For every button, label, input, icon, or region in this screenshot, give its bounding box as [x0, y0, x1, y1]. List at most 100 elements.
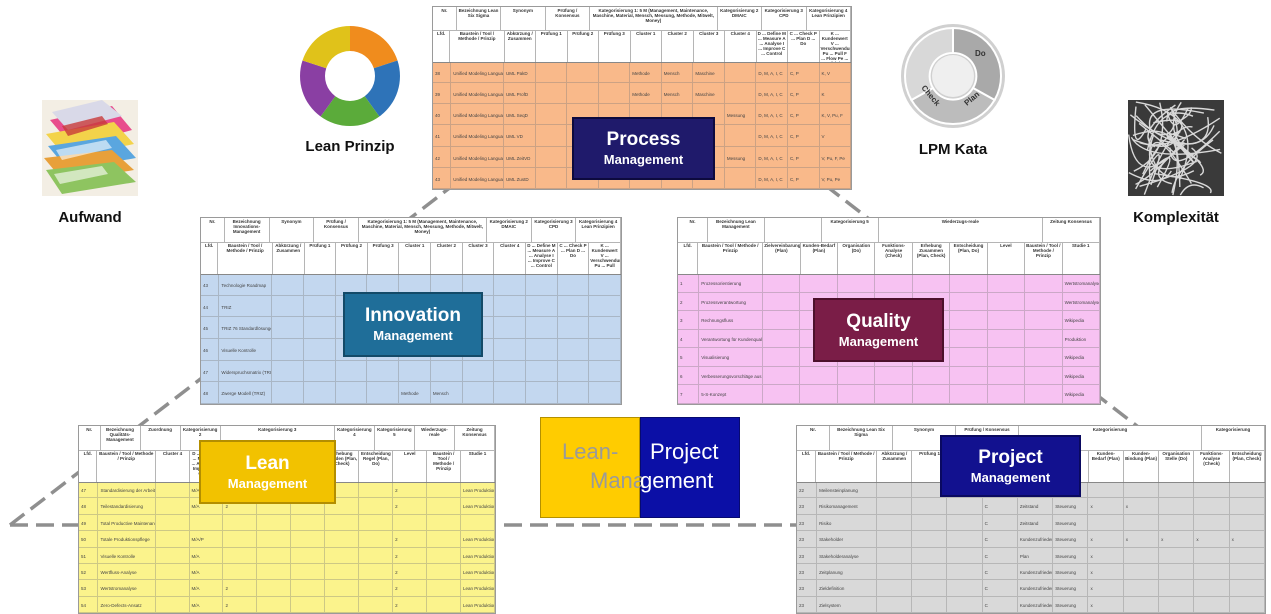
table-cell: UML ZeitVD	[504, 146, 536, 167]
table-cell	[223, 531, 258, 547]
table-cell: 2	[223, 498, 258, 514]
table-cell: C	[983, 547, 1018, 563]
table-cell: 47	[201, 360, 220, 382]
table-cell	[763, 274, 801, 292]
table-cell: x	[1230, 531, 1265, 547]
sheet-subheader-cell: Abkürzung / Zusammen	[273, 242, 305, 274]
sheet-subheader-cell: Erhebung Zusammen (Plan, Check)	[913, 242, 951, 274]
table-cell	[359, 563, 394, 580]
table-cell: 48	[201, 382, 220, 403]
innovation-badge-sub: Management	[373, 328, 453, 343]
table-cell: 47	[79, 482, 99, 498]
table-cell	[257, 563, 292, 580]
table-cell: Mensch	[662, 83, 694, 104]
table-cell: Wikipedia	[1063, 311, 1100, 329]
table-cell	[947, 547, 983, 563]
table-cell	[913, 274, 951, 292]
table-cell	[725, 125, 757, 146]
table-cell: Unified Modeling Language: Zeitverlaufsd…	[451, 146, 505, 167]
table-cell	[913, 292, 951, 311]
table-cell	[526, 382, 558, 403]
table-cell	[1230, 482, 1265, 498]
table-cell	[988, 385, 1026, 403]
table-cell	[589, 338, 621, 360]
table-cell	[494, 360, 526, 382]
sheet-subheader-cell: Prüfung 3	[599, 30, 631, 62]
table-cell: 50	[79, 531, 99, 547]
table-cell: 3	[678, 311, 700, 329]
table-cell: 23	[797, 596, 818, 612]
table-cell: C	[983, 498, 1018, 514]
table-cell: Kundenzufriedenheit	[1018, 531, 1054, 547]
sheet-subheader-cell: Funktions-Analyse (Check)	[1194, 450, 1230, 482]
paper-stack-image	[42, 100, 138, 196]
table-cell	[1194, 596, 1230, 612]
sheet-subheader-cell: Organisation (Do)	[838, 242, 876, 274]
sheet-header-cell: Kategorisierung 2 DMAIC	[718, 7, 763, 30]
table-cell	[272, 274, 305, 295]
quality-badge-title: Quality	[846, 310, 911, 332]
table-cell: D, M, A, I, C	[756, 104, 788, 125]
table-cell: V, Pu, Pe	[820, 167, 851, 188]
table-cell	[427, 580, 461, 596]
table-cell	[359, 547, 394, 563]
sheet-subheader-cell: Entscheidung (Plan, Do)	[950, 242, 988, 274]
table-cell: K	[820, 83, 851, 104]
table-cell: Stakeholder	[817, 531, 877, 547]
wire-stroke	[1166, 132, 1202, 164]
sheet-subheader-cell: Cluster 4	[156, 450, 190, 482]
table-cell	[526, 360, 558, 382]
sheet-header-cell: Synonym	[501, 7, 546, 30]
table-cell: 43	[433, 167, 452, 188]
table-cell	[1124, 580, 1160, 596]
table-cell	[558, 360, 590, 382]
sheet-header-cell: Bezeichnung Lean Six Sigma	[457, 7, 502, 30]
table-cell	[336, 382, 368, 403]
table-cell	[272, 295, 305, 317]
table-cell: x	[1124, 531, 1160, 547]
table-cell: 39	[433, 83, 452, 104]
sheet-subheader-cell: Prüfung 1	[536, 30, 568, 62]
table-cell: Methode	[399, 382, 431, 403]
table-cell	[875, 274, 913, 292]
table-cell: M/A	[190, 498, 224, 514]
table-cell	[291, 547, 326, 563]
table-cell: 2	[393, 596, 428, 612]
table-cell	[399, 360, 431, 382]
table-cell	[950, 292, 988, 311]
table-cell: UML ZustD	[504, 167, 536, 188]
table-cell	[947, 580, 983, 596]
table-cell	[291, 580, 326, 596]
sheet-subheader-cell: Cluster 2	[431, 242, 463, 274]
table-cell	[1159, 482, 1195, 498]
table-cell	[877, 482, 912, 498]
table-cell: UML SeqD	[504, 104, 536, 125]
table-cell: Meilensteinplanung	[817, 482, 877, 498]
sheet-subheader-cell: K ... Kundenwert V ... Verschwendung Pu …	[820, 30, 851, 62]
table-cell	[304, 382, 336, 403]
table-cell	[325, 482, 360, 498]
table-cell	[291, 514, 326, 531]
table-cell: D, M, A, I, C	[756, 167, 788, 188]
table-cell: Wikipedia	[1063, 348, 1100, 366]
table-cell	[1025, 348, 1063, 366]
table-cell	[1124, 596, 1160, 612]
table-cell	[291, 498, 326, 514]
sheet-subheader-cell: Prüfung 2	[568, 30, 600, 62]
table-cell: Lean Produktion	[461, 580, 495, 596]
table-cell: Zwerge Modell (TRIZ)	[219, 382, 273, 403]
sheet-header-cell: Kategorisierung	[1202, 426, 1265, 450]
table-cell	[838, 274, 876, 292]
table-cell	[988, 274, 1026, 292]
lpm-kata-label: LPM Kata	[918, 141, 988, 158]
table-cell	[494, 317, 526, 338]
table-cell: 2	[393, 482, 428, 498]
